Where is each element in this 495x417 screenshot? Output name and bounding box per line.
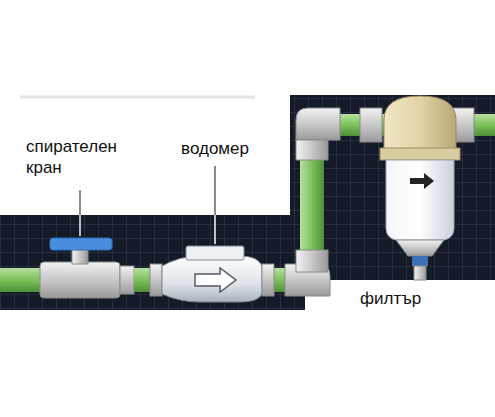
filter-label: филтър bbox=[360, 288, 470, 309]
meter-label: водомер bbox=[150, 138, 280, 159]
valve-label: спирателен кран bbox=[26, 136, 154, 178]
